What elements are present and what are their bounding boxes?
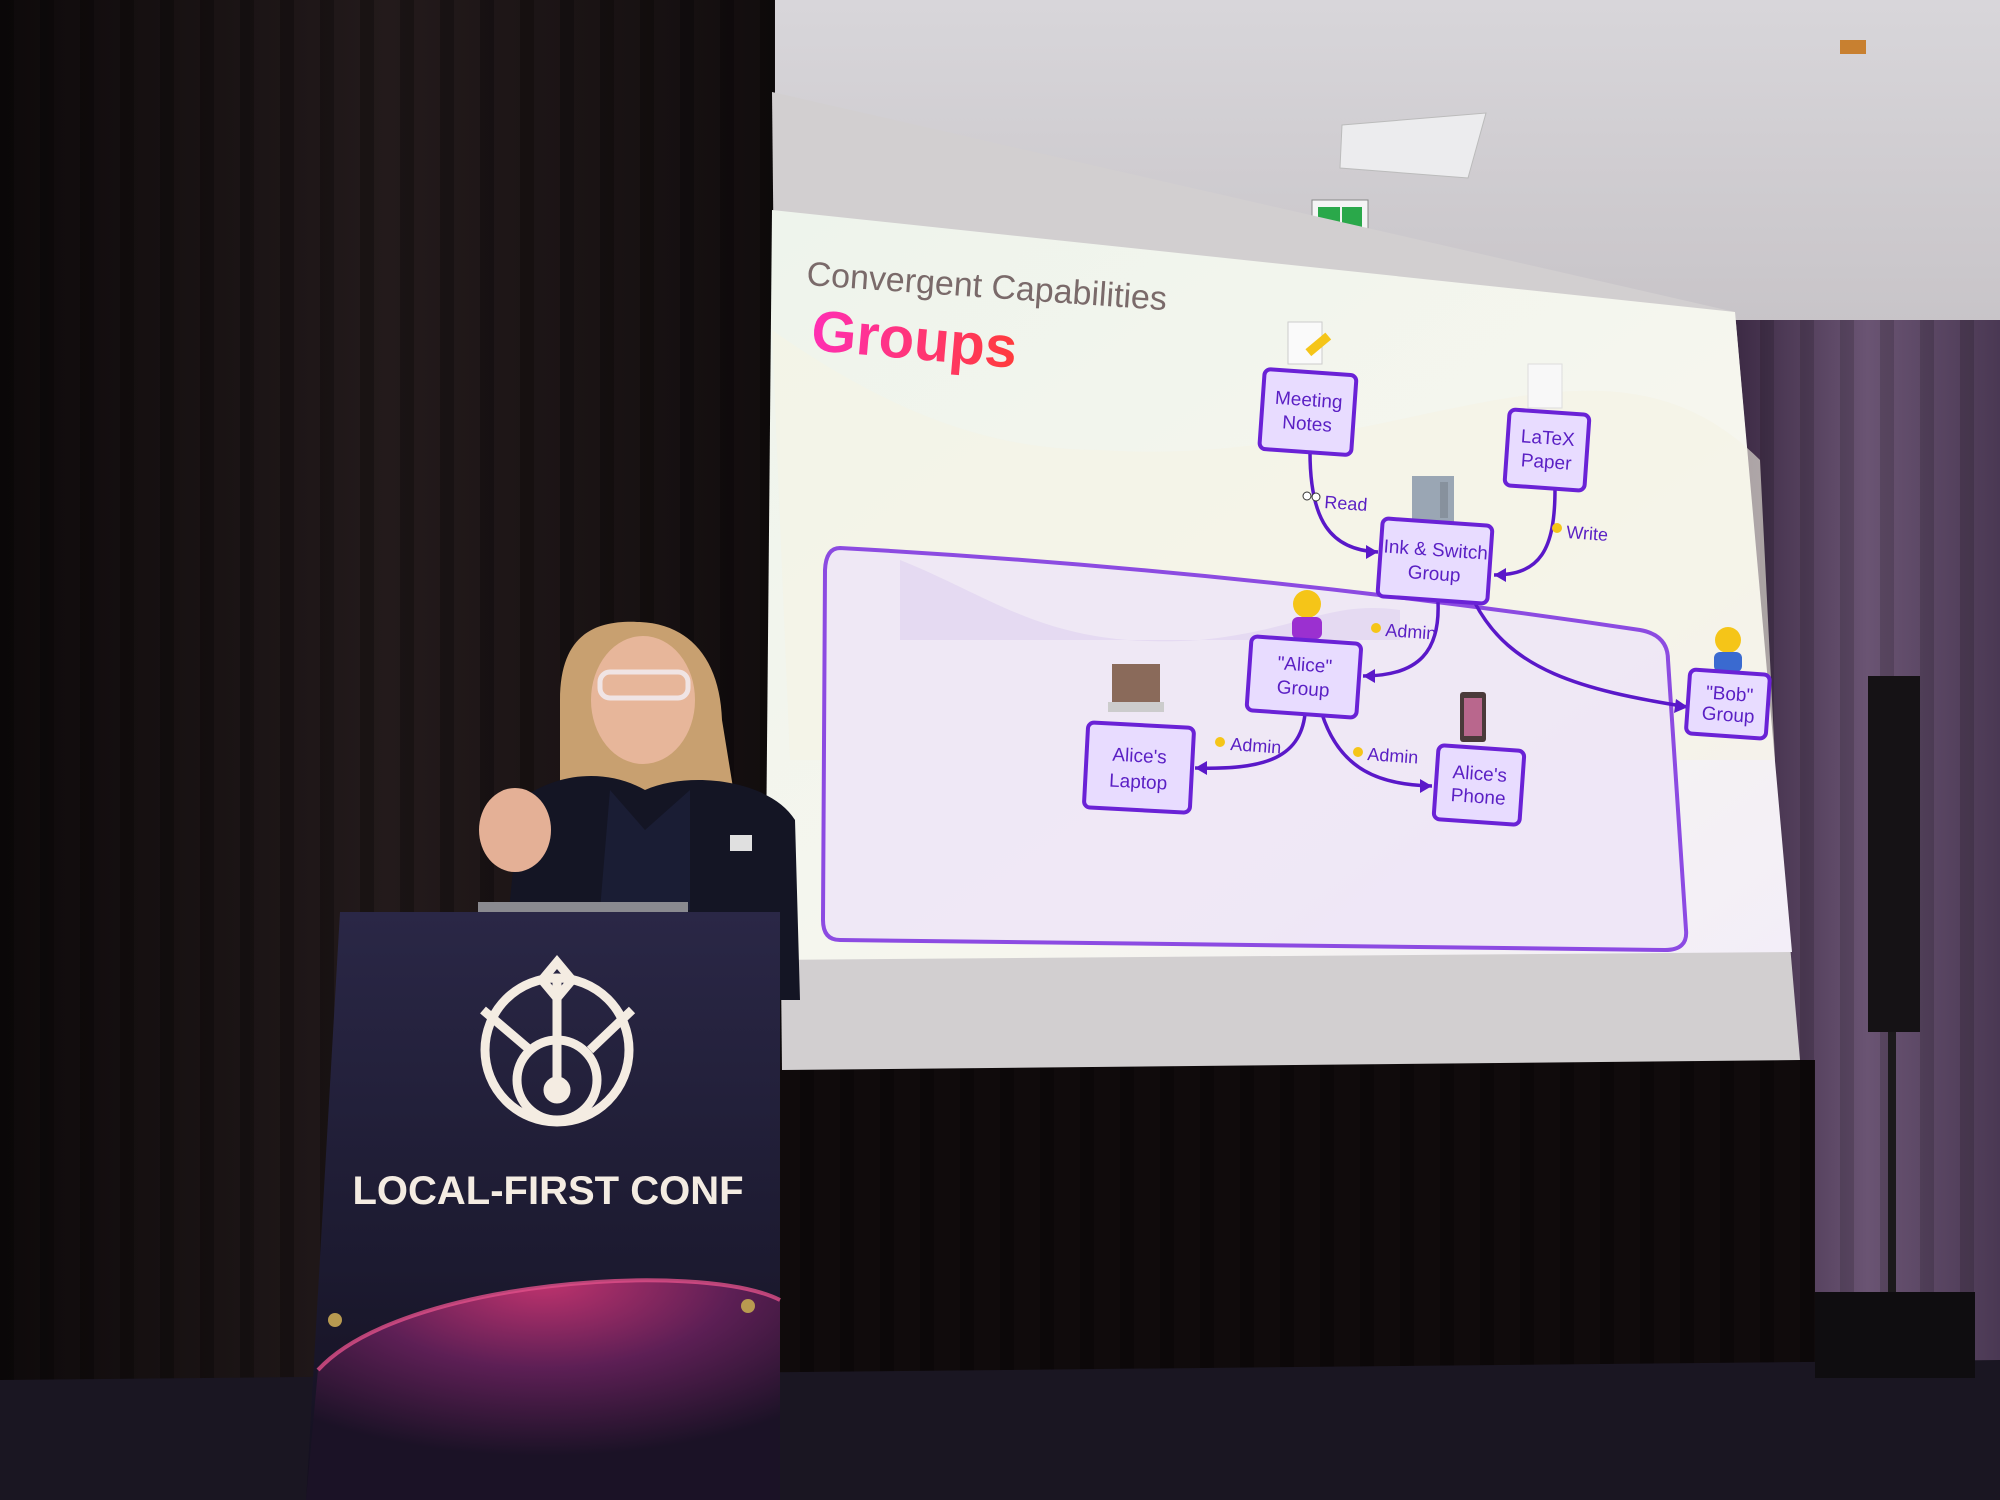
alice-avatar-icon bbox=[1292, 590, 1322, 639]
node-meeting-notes: Meeting Notes bbox=[1257, 367, 1359, 457]
star-icons bbox=[1215, 523, 1562, 757]
page-icon bbox=[1527, 363, 1563, 409]
local-first-logo bbox=[480, 954, 636, 1127]
svg-text:LaTeX: LaTeX bbox=[1520, 426, 1576, 451]
laptop-icon bbox=[1108, 664, 1164, 712]
svg-text:Phone: Phone bbox=[1450, 785, 1506, 810]
edge-label-write: Write bbox=[1566, 522, 1609, 545]
svg-text:Laptop: Laptop bbox=[1109, 771, 1168, 795]
ceiling-vent bbox=[1339, 112, 1487, 179]
svg-text:Paper: Paper bbox=[1520, 450, 1573, 475]
node-alice-phone: Alice's Phone bbox=[1431, 743, 1527, 827]
node-bob-group: "Bob" Group bbox=[1684, 667, 1772, 741]
podium-brand: LOCAL-FIRST CONF bbox=[352, 1169, 743, 1213]
edge-write bbox=[1493, 488, 1557, 577]
ceiling-light bbox=[1840, 40, 1866, 54]
loudspeaker bbox=[1868, 676, 1920, 1032]
edge-read bbox=[1308, 451, 1379, 554]
edge-label-read: Read bbox=[1324, 492, 1368, 515]
svg-text:"Bob": "Bob" bbox=[1705, 683, 1754, 707]
node-latex-paper: LaTeX Paper bbox=[1502, 407, 1592, 493]
node-ink-switch-group: Ink & Switch Group bbox=[1375, 516, 1495, 606]
svg-text:Group: Group bbox=[1407, 562, 1461, 587]
alice-group-container bbox=[820, 545, 1689, 953]
notes-pencil-icon bbox=[1287, 321, 1332, 365]
svg-text:Group: Group bbox=[1276, 677, 1330, 702]
svg-text:Alice's: Alice's bbox=[1112, 745, 1167, 769]
edge-admin-phone bbox=[1320, 713, 1433, 788]
svg-text:Meeting: Meeting bbox=[1274, 388, 1343, 414]
projection-screen: Convergent Capabilities Groups Read Writ… bbox=[765, 92, 1800, 1070]
eyes-icon bbox=[1302, 491, 1321, 502]
presenter bbox=[479, 621, 800, 1000]
edge-label-admin-group: Admin bbox=[1385, 620, 1437, 644]
edge-label-admin-phone: Admin bbox=[1367, 744, 1419, 768]
svg-text:Group: Group bbox=[1701, 703, 1755, 728]
node-alice-group: "Alice" Group bbox=[1244, 634, 1363, 720]
node-alice-laptop: Alice's Laptop bbox=[1082, 720, 1196, 815]
svg-text:Alice's: Alice's bbox=[1452, 762, 1508, 787]
building-icon bbox=[1412, 476, 1454, 526]
edge-label-admin-laptop: Admin bbox=[1230, 734, 1282, 758]
speaker-stand bbox=[1888, 1032, 1896, 1292]
podium: LOCAL-FIRST CONF bbox=[306, 902, 781, 1500]
edge-admin-laptop bbox=[1194, 713, 1307, 770]
edge-bob bbox=[1473, 602, 1689, 709]
svg-text:"Alice": "Alice" bbox=[1277, 653, 1333, 678]
stage-floor bbox=[0, 1360, 2000, 1500]
bob-avatar-icon bbox=[1714, 627, 1742, 672]
svg-text:Notes: Notes bbox=[1282, 412, 1333, 436]
edge-admin-group bbox=[1362, 601, 1440, 678]
phone-icon bbox=[1460, 692, 1486, 742]
